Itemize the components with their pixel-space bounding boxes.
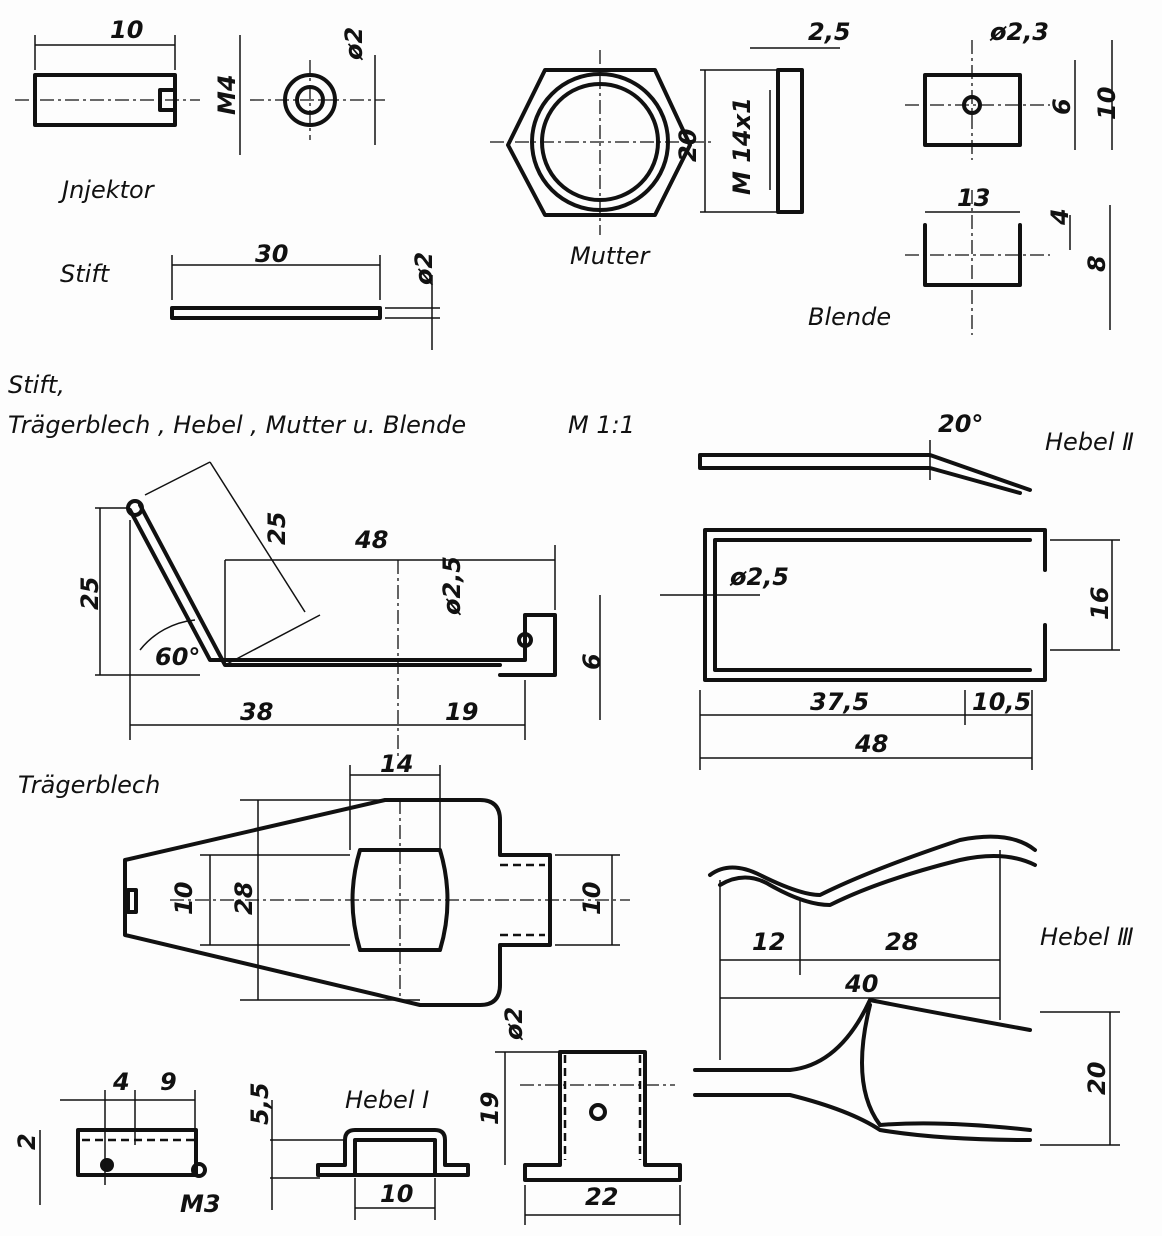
- stift-diameter-label: ø2: [410, 252, 438, 286]
- hebel-l2-label: 19: [445, 698, 478, 726]
- blende-h1-label: 6: [1048, 98, 1076, 115]
- bottom-parts-drawing: [39, 1050, 682, 1225]
- mutter-thickness-label: 2,5: [808, 18, 851, 46]
- bottom-h2-label: 19: [476, 1092, 504, 1125]
- blende-h4-label: 8: [1083, 255, 1111, 272]
- bottom-thread-label: M3: [180, 1190, 221, 1218]
- hebel-angle-label: 60°: [155, 643, 200, 671]
- caption-line2: Trägerblech , Hebel , Mutter u. Blende: [8, 411, 466, 439]
- traegerblech-width-label: 14: [380, 750, 413, 778]
- stift-length-label: 30: [255, 240, 288, 268]
- mutter-drawing: [490, 47, 840, 235]
- hebel-side-drawing: [95, 461, 601, 760]
- traegerblech-h3-label: 10: [578, 882, 606, 915]
- hebel-ii-angle-label: 20°: [938, 410, 983, 438]
- stift-drawing: [170, 255, 440, 350]
- hebel-ii-wire-label: ø2,5: [729, 563, 789, 591]
- traegerblech-title: Trägerblech: [18, 771, 160, 799]
- hebel-iii-drawing: [693, 834, 1120, 1146]
- bottom-w-label: 10: [380, 1180, 413, 1208]
- hebel-iii-title: Hebel Ⅲ: [1040, 923, 1134, 951]
- injektor-diameter-label: ø2: [340, 27, 368, 61]
- bottom-w2-label: 22: [585, 1183, 618, 1211]
- hebel-ii-height-label: 16: [1086, 587, 1114, 620]
- injektor-drawing: [15, 35, 385, 155]
- traegerblech-h1-label: 10: [170, 882, 198, 915]
- hebel-hole-label: ø2,5: [438, 556, 466, 616]
- hebel-ii-drawing: [660, 440, 1120, 770]
- blende-hole-label: ø2,3: [989, 18, 1049, 46]
- mutter-width-label: 20: [674, 129, 702, 162]
- bottom-h-label: 5,5: [246, 1082, 274, 1125]
- bottom-a-label: 4: [112, 1068, 130, 1096]
- hebel-iii-height-label: 20: [1083, 1062, 1111, 1095]
- caption-line1: Stift,: [8, 371, 65, 399]
- blende-drawing: [905, 40, 1113, 335]
- hebel-ii-title: Hebel Ⅱ: [1045, 428, 1134, 456]
- injektor-thread-label: M4: [213, 74, 241, 115]
- hebel-ii-l2-label: 10,5: [972, 688, 1031, 716]
- blende-title: Blende: [808, 303, 891, 331]
- hebel-iii-l2-label: 28: [885, 928, 918, 956]
- blende-width-label: 13: [957, 184, 990, 212]
- hebel-height-label: 25: [76, 577, 104, 610]
- stift-title: Stift: [60, 260, 111, 288]
- injektor-length-label: 10: [110, 16, 143, 44]
- hebel-iii-l1-label: 12: [752, 928, 785, 956]
- hebel-arm-label: 25: [263, 512, 291, 545]
- traegerblech-h2-label: 28: [230, 882, 258, 915]
- bottom-b-label: 9: [160, 1068, 177, 1096]
- hebel-ii-l1-label: 37,5: [810, 688, 869, 716]
- mutter-thread-label: M 14x1: [728, 97, 756, 195]
- blende-h3-label: 4: [1046, 208, 1074, 226]
- blende-h2-label: 10: [1093, 87, 1121, 120]
- traegerblech-drawing: [123, 765, 630, 1007]
- injektor-title: Jnjektor: [58, 176, 156, 204]
- bottom-hole-label: ø2: [500, 1007, 528, 1041]
- hebel-l1-label: 38: [240, 698, 273, 726]
- caption-scale: M 1:1: [568, 411, 635, 439]
- hebel-iii-total-label: 40: [844, 970, 878, 998]
- hebel-length-label: 48: [354, 526, 388, 554]
- hebel-i-title: Hebel I: [345, 1086, 429, 1114]
- bottom-c-label: 2: [13, 1133, 41, 1150]
- hebel-ii-total-label: 48: [854, 730, 888, 758]
- hebel-h2-label: 6: [578, 653, 606, 670]
- mutter-title: Mutter: [570, 242, 652, 270]
